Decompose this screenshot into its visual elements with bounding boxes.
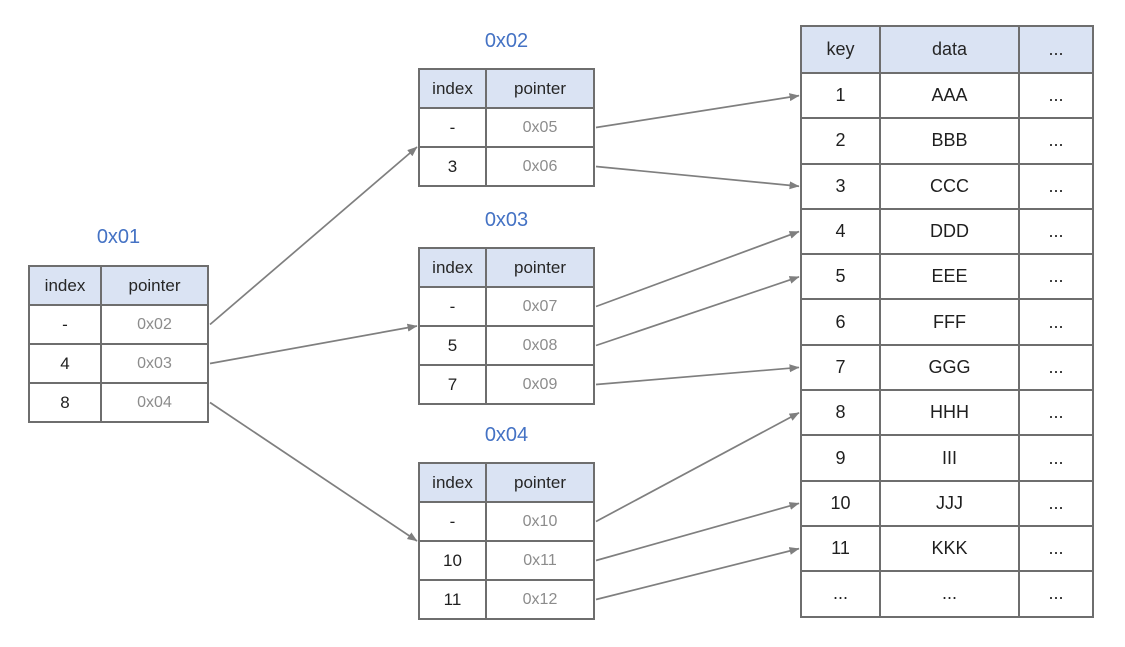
data-cell: GGG <box>881 345 1018 390</box>
index-cell: 8 <box>30 384 100 421</box>
data-cell: ... <box>881 572 1018 616</box>
pointer-cell: 0x04 <box>102 384 207 421</box>
key-cell: 1 <box>802 74 879 118</box>
key-cell: 3 <box>802 164 879 208</box>
data-cell: DDD <box>881 209 1018 254</box>
column-header: pointer <box>487 464 593 501</box>
pointer-cell: 0x08 <box>487 327 593 364</box>
key-cell: 9 <box>802 436 879 480</box>
pointer-arrow <box>209 323 418 365</box>
pointer-arrow <box>595 502 800 562</box>
pointer-cell: 0x06 <box>487 148 593 185</box>
data-cell: AAA <box>881 74 1018 118</box>
data-cell: CCC <box>881 164 1018 208</box>
etc-cell: ... <box>1020 74 1092 118</box>
index-cell: - <box>420 109 485 146</box>
column-header: key <box>802 27 879 72</box>
index-cell: 10 <box>420 542 485 579</box>
etc-cell: ... <box>1020 164 1092 208</box>
index-cell: 5 <box>420 327 485 364</box>
node-title-0x04: 0x04 <box>484 424 529 446</box>
etc-cell: ... <box>1020 300 1092 344</box>
etc-cell: ... <box>1020 436 1092 480</box>
pointer-cell: 0x02 <box>102 306 207 343</box>
data-cell: JJJ <box>881 481 1018 525</box>
etc-cell: ... <box>1020 572 1092 616</box>
pointer-cell: 0x11 <box>487 542 593 579</box>
pointer-arrow <box>595 276 800 347</box>
key-cell: 4 <box>802 209 879 254</box>
column-header: data <box>881 27 1018 72</box>
pointer-arrow <box>595 165 800 190</box>
etc-cell: ... <box>1020 391 1092 435</box>
data-cell: III <box>881 436 1018 480</box>
index-cell: 11 <box>420 581 485 618</box>
column-header: pointer <box>487 249 593 286</box>
pointer-cell: 0x03 <box>102 345 207 382</box>
etc-cell: ... <box>1020 255 1092 299</box>
key-cell: 10 <box>802 481 879 525</box>
data-cell: KKK <box>881 526 1018 571</box>
pointer-arrow <box>595 411 800 523</box>
index-cell: 3 <box>420 148 485 185</box>
index-cell: - <box>30 306 100 343</box>
key-cell: 5 <box>802 255 879 299</box>
pointer-cell: 0x09 <box>487 366 593 403</box>
data-cell: BBB <box>881 119 1018 163</box>
column-header: pointer <box>487 70 593 107</box>
key-cell: 7 <box>802 345 879 390</box>
pointer-arrow <box>209 401 418 542</box>
column-header: index <box>420 464 485 501</box>
pointer-arrow <box>209 146 418 326</box>
etc-cell: ... <box>1020 345 1092 390</box>
pointer-cell: 0x10 <box>487 503 593 540</box>
pointer-arrow <box>595 547 800 601</box>
index-cell: 4 <box>30 345 100 382</box>
data-cell: HHH <box>881 391 1018 435</box>
pointer-cell: 0x12 <box>487 581 593 618</box>
data-cell: FFF <box>881 300 1018 344</box>
column-header: index <box>420 249 485 286</box>
key-cell: 6 <box>802 300 879 344</box>
index-cell: - <box>420 503 485 540</box>
index-cell: 7 <box>420 366 485 403</box>
index-cell: - <box>420 288 485 325</box>
pointer-arrow <box>595 364 800 386</box>
pointer-arrow <box>595 230 800 308</box>
etc-cell: ... <box>1020 209 1092 254</box>
pointer-arrow <box>595 93 800 129</box>
etc-cell: ... <box>1020 481 1092 525</box>
key-cell: ... <box>802 572 879 616</box>
etc-cell: ... <box>1020 119 1092 163</box>
data-cell: EEE <box>881 255 1018 299</box>
column-header: index <box>30 267 100 304</box>
key-cell: 2 <box>802 119 879 163</box>
pointer-cell: 0x07 <box>487 288 593 325</box>
node-title-0x03: 0x03 <box>484 209 529 231</box>
etc-cell: ... <box>1020 526 1092 571</box>
pointer-cell: 0x05 <box>487 109 593 146</box>
key-cell: 8 <box>802 391 879 435</box>
node-title-0x01: 0x01 <box>96 226 141 248</box>
column-header: index <box>420 70 485 107</box>
node-title-0x02: 0x02 <box>484 30 529 52</box>
column-header: pointer <box>102 267 207 304</box>
column-header: ... <box>1020 27 1092 72</box>
key-cell: 11 <box>802 526 879 571</box>
